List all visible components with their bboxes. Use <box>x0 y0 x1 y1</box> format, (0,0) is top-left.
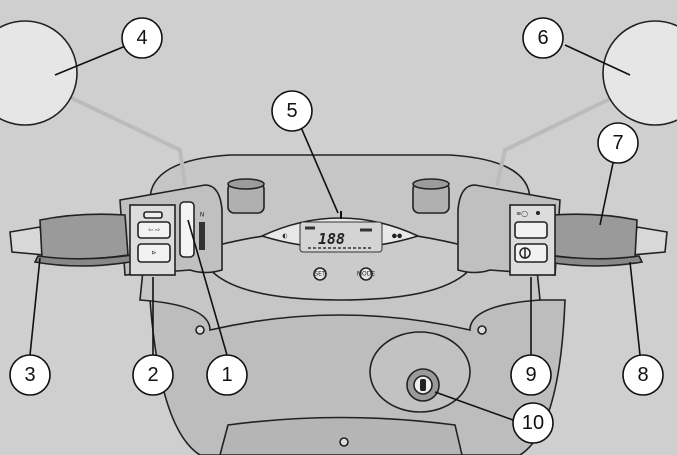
callout-8-label: 8 <box>637 364 648 386</box>
dashboard-left-icon: ◐ <box>282 233 287 240</box>
headlight-icon: ≡◯ <box>516 211 528 218</box>
callout-4: 4 <box>121 17 163 59</box>
key-slot-icon <box>420 379 426 391</box>
callout-3-circle <box>9 354 51 396</box>
leader-6 <box>564 44 631 76</box>
lower-panel <box>219 416 463 455</box>
callout-7-label: 7 <box>612 132 623 154</box>
grip-right[interactable] <box>548 213 638 261</box>
callout-9-circle <box>510 354 552 396</box>
panel-screw <box>339 437 349 447</box>
callout-3: 3 <box>9 354 51 396</box>
callout-7: 7 <box>597 122 639 164</box>
callout-6-circle <box>522 17 564 59</box>
callout-4-label: 4 <box>136 27 147 49</box>
light-dot-icon <box>536 211 540 215</box>
callout-6-label: 6 <box>537 27 548 49</box>
leader-4 <box>54 44 129 76</box>
turn-signal-icon: ⇦ ⇨ <box>148 227 160 234</box>
callout-7-circle <box>597 122 639 164</box>
fork-cap-left-top <box>227 178 265 190</box>
callout-1: 1 <box>206 354 248 396</box>
mirror-stem-left-inner <box>54 88 187 186</box>
callout-9: 9 <box>510 354 552 396</box>
dashboard-right-icon: ●● <box>392 233 402 240</box>
callout-6: 6 <box>522 17 564 59</box>
body-screw-right <box>477 325 487 335</box>
callout-10: 10 <box>512 402 554 444</box>
lever-scale-icon <box>199 222 205 250</box>
light-switch[interactable] <box>514 221 548 239</box>
right-switch-panel <box>509 204 556 276</box>
mirror-right <box>602 20 677 126</box>
callout-1-circle <box>206 354 248 396</box>
callout-10-circle <box>512 402 554 444</box>
callout-4-circle <box>121 17 163 59</box>
callout-5: 5 <box>271 90 313 132</box>
mirror-stem-right-inner <box>495 88 629 186</box>
set-button[interactable] <box>313 267 327 281</box>
horn-indicator <box>143 211 163 219</box>
starter-lever[interactable] <box>179 201 195 258</box>
callout-5-label: 5 <box>286 100 297 122</box>
callout-2: 2 <box>132 354 174 396</box>
set-button-label: SET <box>314 271 326 278</box>
horn-icon: ⊳ <box>151 250 156 257</box>
lcd-reading: 188 <box>318 230 345 248</box>
mode-button-label: MODE <box>357 271 376 278</box>
bar-end-left <box>9 226 46 256</box>
callout-8-circle <box>622 354 664 396</box>
callout-9-label: 9 <box>525 364 536 386</box>
leader-10 <box>434 391 514 421</box>
bar-end-right <box>631 226 668 256</box>
callout-1-label: 1 <box>221 364 232 386</box>
callout-2-label: 2 <box>147 364 158 386</box>
mode-button[interactable] <box>359 267 373 281</box>
callout-10-label: 10 <box>522 412 544 434</box>
mirror-left <box>0 20 78 126</box>
callout-8: 8 <box>622 354 664 396</box>
leader-7 <box>599 162 614 226</box>
grip-left[interactable] <box>39 213 129 261</box>
leader-5 <box>299 124 339 214</box>
leader-8 <box>629 261 641 356</box>
fork-cap-right-top <box>412 178 450 190</box>
body-screw-left <box>195 325 205 335</box>
callout-3-label: 3 <box>24 364 35 386</box>
horn-button[interactable] <box>137 243 171 263</box>
turn-signal-switch[interactable] <box>137 221 171 239</box>
leader-3 <box>29 257 41 356</box>
callout-2-circle <box>132 354 174 396</box>
callout-5-circle <box>271 90 313 132</box>
lever-mark-n: N <box>200 212 205 219</box>
leader-1 <box>187 219 228 356</box>
